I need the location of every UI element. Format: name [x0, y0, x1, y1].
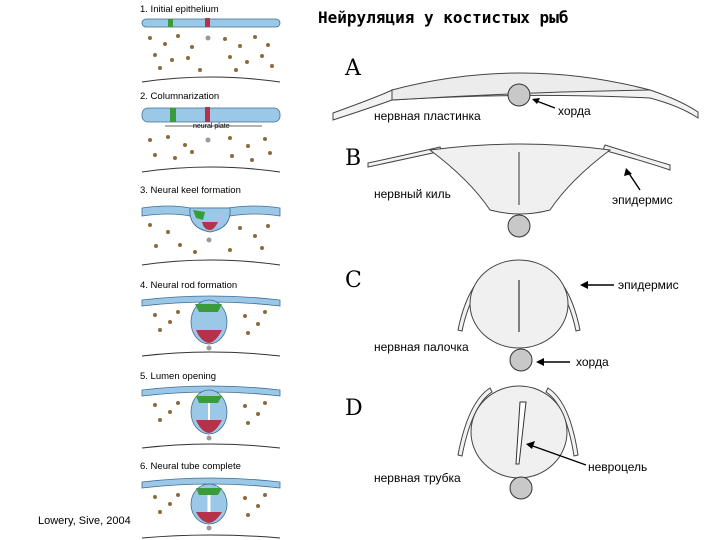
arrow-head: [532, 98, 540, 104]
neural-keel: [428, 143, 612, 215]
yolk-boundary: [141, 166, 281, 173]
mesenchyme-cells: [148, 135, 272, 162]
notochord: [206, 237, 212, 243]
red-cell: [205, 18, 210, 27]
yolk-boundary: [141, 259, 281, 266]
label-epidermis: эпидермис: [612, 193, 673, 207]
notochord: [205, 35, 211, 41]
red-cells: [196, 330, 222, 343]
neural-plate-label: neural plate: [193, 123, 230, 130]
green-cells: [195, 304, 222, 312]
mesenchyme-cells: [148, 34, 274, 72]
epithelium-layer: [141, 107, 281, 123]
epidermis-layer: [141, 477, 281, 489]
label-neural-plate: нервная пластинка: [374, 109, 481, 123]
red-cells: [196, 512, 222, 523]
panel-d-letter: D: [345, 396, 363, 421]
notochord: [206, 525, 212, 531]
arrow-line: [529, 444, 587, 466]
epidermis-left: [457, 387, 493, 457]
epidermis-right: [602, 144, 671, 171]
neurocoel: [515, 401, 527, 465]
stage-5-label: 5. Lumen opening: [140, 371, 217, 382]
red-cells: [196, 420, 222, 433]
credit-citation: Lowery, Sive, 2004: [38, 515, 131, 527]
mesenchyme-cells: [153, 310, 267, 335]
label-neural-rod: нервная палочка: [374, 340, 469, 354]
mesenchyme-cells: [153, 493, 267, 517]
green-cell: [168, 19, 173, 27]
yolk-boundary: [141, 76, 281, 83]
stage-6-label: 6. Neural tube complete: [140, 461, 241, 472]
arrow-line: [627, 171, 641, 191]
notochord: [507, 83, 531, 107]
arrow-head: [580, 281, 588, 289]
yolk-boundary: [141, 443, 281, 449]
yolk-boundary: [141, 534, 281, 539]
mesenchyme-cells: [148, 223, 270, 254]
stage-1-label: 1. Initial epithelium: [140, 4, 219, 15]
green-cell: [170, 108, 176, 122]
panel-b-letter: B: [345, 146, 362, 171]
arrow-head: [624, 168, 632, 176]
label-neural-keel: нервный киль: [374, 187, 451, 201]
epithelium-layer: [141, 18, 281, 28]
epidermis-right: [545, 387, 579, 457]
red-cells: [202, 222, 218, 230]
arrow-head: [536, 358, 544, 366]
notochord: [205, 137, 211, 143]
arrow-head: [526, 441, 535, 449]
notochord: [509, 348, 533, 372]
stage-4-label: 4. Neural rod formation: [140, 280, 238, 291]
green-cells: [196, 396, 222, 403]
green-cells: [196, 488, 222, 495]
notochord: [509, 476, 533, 500]
label-notochord: хорда: [558, 104, 591, 118]
label-neural-tube: нервная трубка: [374, 471, 461, 485]
label-epidermis-c: эпидермис: [618, 278, 679, 292]
green-cells: [193, 210, 205, 220]
label-neurocoel: невроцель: [588, 460, 648, 474]
panel-a-letter: A: [345, 56, 361, 81]
notochord: [507, 214, 531, 238]
red-cell: [205, 107, 210, 122]
label-notochord-c: хорда: [576, 355, 609, 369]
page-title: Нейруляция у костистых рыб: [318, 8, 569, 27]
stage-2-label: 2. Columnarization: [140, 91, 220, 102]
notochord: [206, 345, 212, 351]
stage-3-label: 3. Neural keel formation: [140, 185, 241, 196]
panel-c-letter: C: [345, 268, 362, 293]
yolk-boundary: [141, 351, 281, 357]
mesenchyme-cells: [153, 401, 267, 425]
notochord: [206, 435, 212, 441]
